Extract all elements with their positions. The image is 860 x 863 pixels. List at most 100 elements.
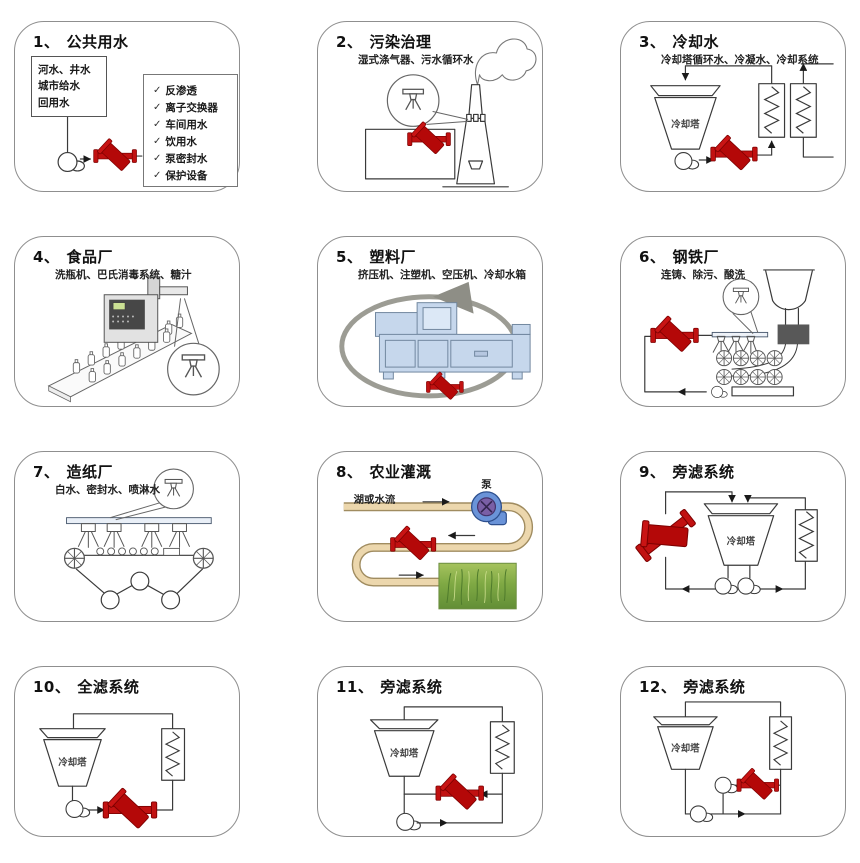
panel-title: 4、 食品厂 [33, 246, 113, 267]
panel-title-text: 农业灌溉 [369, 463, 432, 481]
checklist-item: ✓离子交换器 [153, 100, 237, 117]
heat-exchanger [161, 728, 186, 781]
steel-diagram [644, 269, 815, 406]
panel-3-cooling-water: 冷却塔 3、 冷却水 冷却塔循环水、冷凝水、冷却系统 [620, 21, 846, 192]
checklist-item: ✓保护设备 [153, 168, 237, 185]
food-factory-diagram [47, 276, 220, 403]
applications-checklist: ✓反渗透 ✓离子交换器 ✓车间用水 ✓饮用水 ✓泵密封水 ✓保护设备 [143, 74, 238, 187]
panel-6-steel-factory: 6、 钢铁厂 连铸、除污、酸洗 [620, 236, 846, 407]
pump-icon [674, 152, 700, 171]
checklist-label: 车间用水 [165, 119, 208, 131]
smoke-plume [474, 38, 537, 86]
panel-7-paper-factory: 7、 造纸厂 白水、密封水、喷淋水 [14, 451, 240, 622]
panel-title: 11、 旁滤系统 [336, 676, 442, 697]
pump-icon [714, 577, 738, 595]
checklist-label: 泵密封水 [165, 153, 208, 165]
pump-label: 泵 [481, 479, 492, 491]
check-icon: ✓ [153, 102, 162, 113]
panel-4-food-factory: 4、 食品厂 洗瓶机、巴氏消毒系统、糖汁 [14, 236, 240, 407]
cooling-tower: 冷却塔 [703, 503, 779, 566]
panel-number: 7、 [33, 463, 60, 481]
panel-subtitle: 连铸、除污、酸洗 [661, 269, 745, 281]
spray-nozzle-magnifier [386, 74, 469, 127]
panel-title-text: 公共用水 [66, 33, 129, 51]
casting-ladle [731, 269, 815, 377]
panel-8-agricultural-irrigation: 湖或水流 泵 8、 农业灌溉 [317, 451, 543, 622]
panel-title: 1、 公共用水 [33, 31, 128, 52]
pump-icon [396, 812, 421, 831]
spray-nozzle-magnifier [167, 342, 220, 396]
cooling-tower-label: 冷却塔 [671, 743, 700, 755]
pump-icon [737, 577, 761, 595]
panel-12-side-filtration: 冷却塔 12、 旁滤系统 [620, 666, 846, 837]
checklist-item: ✓饮用水 [153, 134, 237, 151]
cooling-tower: 冷却塔 [653, 716, 718, 770]
pump-icon [714, 776, 738, 794]
heat-exchanger [758, 83, 817, 138]
cooling-tower-label: 冷却塔 [727, 535, 756, 547]
panel-title: 7、 造纸厂 [33, 461, 113, 482]
panel-number: 8、 [336, 463, 363, 481]
cooling-tower: 冷却塔 [369, 719, 439, 777]
panel-11-side-filtration: 冷却塔 11、 旁滤系统 [317, 666, 543, 837]
panel-subtitle: 冷却塔循环水、冷凝水、冷却系统 [661, 54, 819, 66]
panel-title-text: 旁滤系统 [672, 463, 735, 481]
shower-pipe [66, 517, 212, 525]
side-filtration-diagram-3: 冷却塔 [653, 701, 793, 823]
panel-1-public-water: 1、 公共用水 河水、井水 城市给水 回用水 ✓反渗透 ✓离子交换器 ✓车间用水… [14, 21, 240, 192]
panel-number: 12、 [639, 678, 677, 696]
crop-field [438, 562, 517, 610]
panel-subtitle: 湿式涤气器、污水循环水 [358, 54, 474, 66]
checklist-label: 保护设备 [165, 170, 208, 182]
pump-icon [65, 799, 91, 818]
checklist-item: ✓车间用水 [153, 117, 237, 134]
panel-number: 1、 [33, 33, 60, 51]
heat-exchanger [794, 509, 818, 562]
checklist-label: 反渗透 [165, 85, 197, 97]
panel-title-text: 旁滤系统 [380, 678, 443, 696]
check-icon: ✓ [153, 119, 162, 130]
panel-2-pollution-control: 2、 污染治理 湿式涤气器、污水循环水 [317, 21, 543, 192]
panel-number: 2、 [336, 33, 363, 51]
panel-number: 6、 [639, 248, 666, 266]
panel-title: 2、 污染治理 [336, 31, 431, 52]
checklist-item: ✓反渗透 [153, 83, 237, 100]
panel-title: 9、 旁滤系统 [639, 461, 734, 482]
bottle-washer-machine [103, 276, 188, 343]
side-filtration-diagram: 冷却塔 [624, 491, 818, 621]
check-icon: ✓ [153, 85, 162, 96]
panel-title-text: 冷却水 [672, 33, 719, 51]
water-source-box: 河水、井水 城市给水 回用水 [31, 56, 107, 117]
water-source-label: 湖或水流 [354, 493, 396, 506]
panel-title: 6、 钢铁厂 [639, 246, 719, 267]
panel-title: 8、 农业灌溉 [336, 461, 431, 482]
check-icon: ✓ [153, 170, 162, 181]
spray-nozzle-magnifier [153, 468, 194, 510]
panel-number: 10、 [33, 678, 71, 696]
panel-title-text: 食品厂 [66, 248, 113, 266]
panel-number: 9、 [639, 463, 666, 481]
checklist-item: ✓泵密封水 [153, 151, 237, 168]
check-icon: ✓ [153, 136, 162, 147]
heat-exchanger [489, 721, 515, 774]
irrigation-diagram: 湖或水流 泵 [343, 479, 533, 610]
cooling-tower-label: 冷却塔 [390, 747, 419, 759]
panel-9-side-filtration: 冷却塔 9、 旁滤系统 [620, 451, 846, 622]
filter-icon [710, 134, 758, 173]
filter-icon [102, 787, 158, 832]
public-water-diagram [57, 112, 143, 174]
checklist-label: 饮用水 [165, 136, 197, 148]
panel-title: 10、 全滤系统 [33, 676, 139, 697]
panel-title-text: 旁滤系统 [683, 678, 746, 696]
chimney [456, 84, 496, 185]
filter-icon [390, 525, 437, 563]
filter-icon [650, 315, 699, 355]
panel-number: 5、 [336, 248, 363, 266]
panel-number: 3、 [639, 33, 666, 51]
panel-subtitle: 洗瓶机、巴氏消毒系统、糖汁 [55, 269, 192, 281]
panel-title-text: 造纸厂 [66, 463, 113, 481]
runout-table [731, 386, 795, 397]
panel-title-text: 全滤系统 [77, 678, 140, 696]
paper-diagram [63, 468, 214, 610]
